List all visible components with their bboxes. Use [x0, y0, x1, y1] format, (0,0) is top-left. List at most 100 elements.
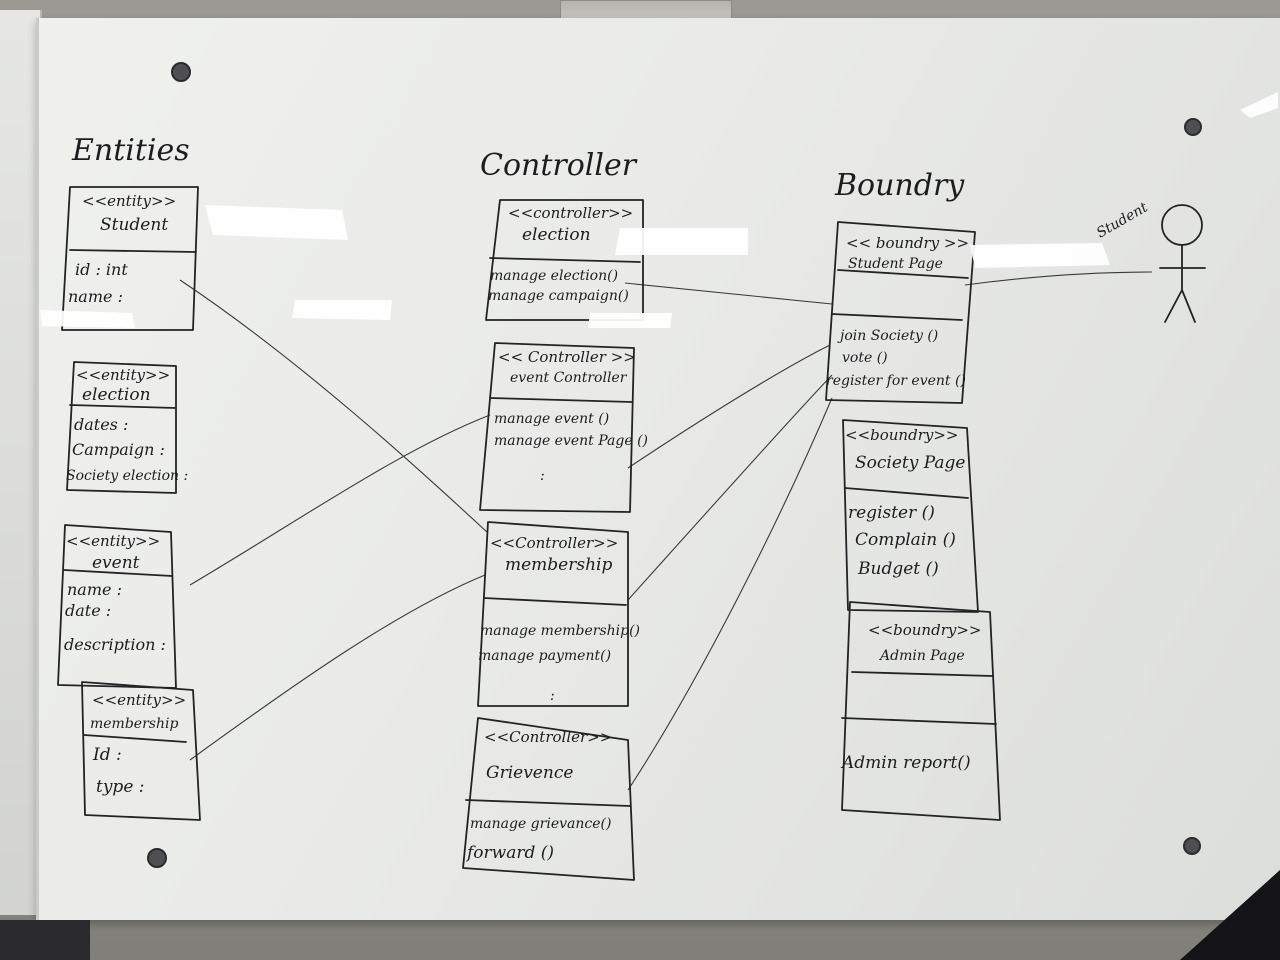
class-name: election — [522, 225, 591, 245]
class-name: membership — [505, 555, 612, 575]
class-box — [81, 681, 201, 821]
class-name: event — [92, 553, 140, 573]
attribute-line: description : — [64, 635, 166, 654]
method-line: join Society () — [837, 328, 938, 344]
heading-boundary: Boundry — [834, 168, 965, 203]
method-line: manage event Page () — [494, 433, 648, 449]
class-stereotype: <<boundry>> — [868, 621, 981, 639]
actor-label: Student — [1094, 199, 1151, 241]
link-grievence-studentpage — [627, 397, 833, 791]
actor-body — [1159, 244, 1206, 323]
class-box — [825, 221, 976, 404]
class-divider — [841, 671, 997, 725]
class-divider — [83, 734, 187, 743]
class-box — [66, 361, 177, 494]
link-electionctrl-studentpage — [624, 282, 833, 305]
attribute-line: name : — [67, 580, 122, 599]
class-box — [477, 521, 629, 707]
link-membershipctrl-studentpage — [627, 374, 833, 601]
class-divider — [831, 269, 969, 321]
light-reflection — [970, 243, 1110, 268]
class-stereotype: <<Controller>> — [490, 534, 618, 552]
association-lines — [179, 271, 1153, 791]
student-actor: Student — [1094, 199, 1206, 323]
board-pin — [1183, 837, 1201, 855]
class-stereotype: <<entity>> — [82, 192, 176, 210]
board-pin — [147, 848, 167, 868]
light-reflection — [1240, 92, 1278, 118]
attribute-line: date : — [65, 601, 111, 620]
class-stereotype: <<Controller>> — [484, 728, 612, 746]
light-reflection — [205, 205, 348, 240]
controller-membership-class: <<Controller>> membership manage members… — [477, 521, 640, 707]
method-line: Admin report() — [840, 753, 971, 773]
mounting-pins — [147, 62, 1202, 868]
class-name: Admin Page — [878, 648, 965, 664]
link-eventctrl-studentpage — [627, 344, 831, 469]
class-box — [61, 186, 199, 331]
method-line: manage event () — [494, 411, 609, 427]
controller-election-class: <<controller>> election manage election(… — [485, 199, 644, 321]
class-divider — [69, 249, 197, 253]
class-stereotype: <<entity>> — [66, 532, 160, 550]
desk-object — [0, 920, 90, 960]
class-divider — [483, 597, 627, 606]
class-stereotype: << boundry >> — [846, 234, 969, 252]
left-board-panel — [0, 10, 42, 915]
entity-membership-class: <<entity>> membership Id : type : — [81, 681, 201, 821]
ceiling-light-reflections — [40, 92, 1278, 328]
entity-student-class: <<entity>> Student id : int name : — [61, 186, 199, 331]
light-reflection — [40, 310, 135, 328]
class-name: Society Page — [855, 453, 966, 473]
entity-election-class: <<entity>> election dates : Campaign : S… — [66, 361, 188, 494]
board-pin — [1184, 118, 1202, 136]
method-line: vote () — [842, 350, 888, 366]
class-divider — [489, 397, 633, 403]
light-reflection — [588, 313, 672, 328]
class-name: event Controller — [510, 370, 628, 386]
class-stereotype: <<boundry>> — [845, 426, 958, 444]
controller-event-class: << Controller >> event Controller manage… — [479, 342, 648, 513]
heading-entities: Entities — [71, 133, 190, 168]
attribute-line: Campaign : — [72, 440, 165, 459]
attribute-line: Society election : — [66, 468, 188, 484]
class-divider — [844, 487, 969, 499]
method-line: forward () — [465, 843, 554, 863]
method-line: register () — [848, 503, 935, 523]
light-reflection — [615, 228, 748, 255]
entity-event-class: <<entity>> event name : date : descripti… — [57, 524, 177, 689]
class-divider — [489, 257, 641, 263]
class-name: Student Page — [848, 256, 943, 272]
class-box — [479, 342, 635, 513]
class-name: Student — [100, 215, 168, 235]
class-divider — [69, 404, 177, 409]
method-line: manage grievance() — [470, 816, 611, 832]
class-divider — [63, 569, 173, 577]
method-line: manage payment() — [478, 648, 611, 664]
attribute-line: name : — [68, 287, 123, 306]
actor-head — [1161, 204, 1203, 246]
link-studentpage-actor — [964, 271, 1153, 286]
heading-controller: Controller — [480, 148, 638, 183]
link-membership-membershipctrl — [189, 574, 486, 761]
class-stereotype: <<controller>> — [508, 204, 633, 222]
monitor-corner — [1180, 870, 1280, 960]
attribute-line: id : int — [75, 260, 128, 279]
method-line: manage election() — [490, 268, 618, 284]
class-name: membership — [90, 716, 178, 732]
method-line: Complain () — [855, 530, 956, 550]
class-stereotype: <<entity>> — [92, 691, 186, 709]
method-line: manage campaign() — [488, 288, 629, 304]
method-line: : — [540, 468, 545, 484]
class-divider — [465, 799, 631, 807]
class-stereotype: << Controller >> — [498, 348, 636, 366]
class-name: election — [82, 385, 151, 405]
class-name: Grievence — [486, 763, 573, 783]
controller-grievence-class: <<Controller>> Grievence manage grievanc… — [462, 717, 635, 881]
boundary-admin-page-class: <<boundry>> Admin Page Admin report() — [840, 601, 1001, 821]
link-event-eventctrl — [189, 414, 491, 586]
board-pin — [171, 62, 191, 82]
method-line: register for event () — [826, 373, 966, 389]
class-box — [841, 601, 1001, 821]
